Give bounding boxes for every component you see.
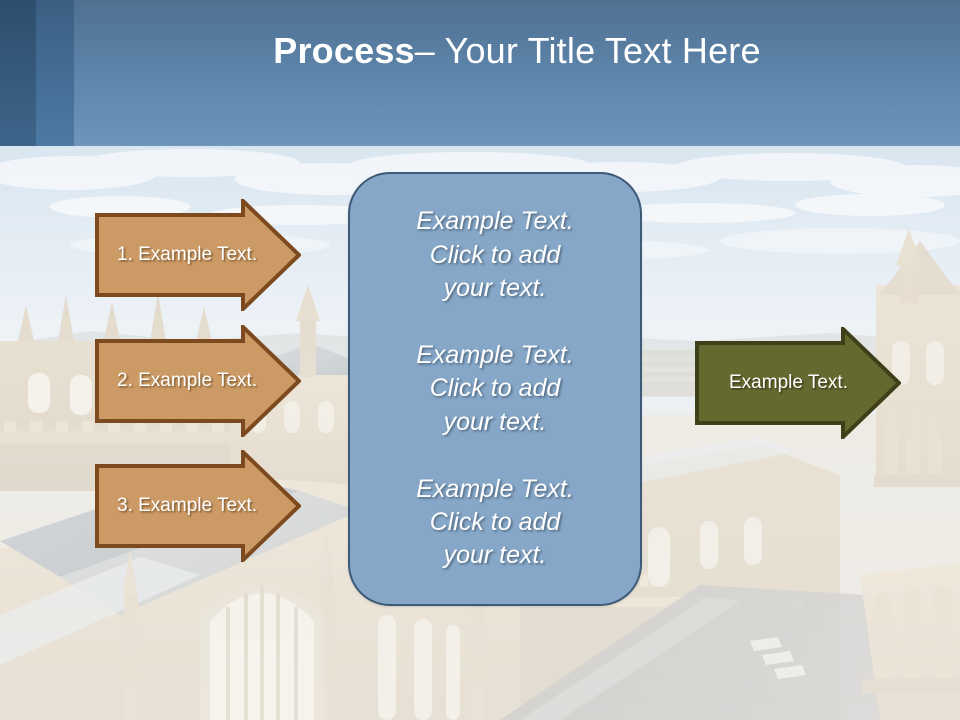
step-arrow-3-label: 3. Example Text. [117, 495, 258, 516]
panel-block-2-line-1: Example Text. [416, 341, 574, 370]
panel-block-3-line-2: Click to add [429, 508, 561, 537]
panel-block-2-line-2: Click to add [429, 374, 561, 403]
panel-block-2-line-3: your text. [443, 407, 547, 436]
arrow-right-shape-icon [95, 199, 301, 311]
arrow-right-shape-icon [95, 450, 301, 562]
step-arrow-3[interactable]: 3. Example Text. [95, 450, 301, 562]
panel-text-block-3: Example Text. Click to add your text. [364, 473, 626, 573]
step-arrow-2[interactable]: 2. Example Text. [95, 325, 301, 437]
arrow-right-shape-icon [695, 327, 901, 439]
header-accent-band-dark [0, 0, 36, 146]
page-title-rest: – Your Title Text Here [414, 30, 761, 71]
page-title: Process – Your Title Text Here [74, 0, 960, 146]
step-arrow-1-label: 1. Example Text. [117, 244, 258, 265]
center-text-panel[interactable]: Example Text. Click to add your text. Ex… [348, 172, 642, 606]
arrow-right-shape-icon [95, 325, 301, 437]
panel-text-block-1: Example Text. Click to add your text. [364, 205, 626, 305]
result-arrow[interactable]: Example Text. [695, 327, 901, 439]
panel-block-1-line-3: your text. [443, 273, 547, 302]
panel-block-3-line-1: Example Text. [416, 474, 574, 503]
panel-text-block-2: Example Text. Click to add your text. [364, 339, 626, 439]
slide-header: Process – Your Title Text Here [0, 0, 960, 146]
result-arrow-label: Example Text. [729, 372, 848, 393]
step-arrow-2-label: 2. Example Text. [117, 370, 258, 391]
step-arrow-1[interactable]: 1. Example Text. [95, 199, 301, 311]
page-title-strong: Process [273, 30, 415, 71]
header-accent-band-mid [36, 0, 74, 146]
panel-block-1-line-2: Click to add [429, 240, 561, 269]
panel-block-1-line-1: Example Text. [416, 207, 574, 236]
header-background [74, 0, 960, 146]
panel-block-3-line-3: your text. [443, 541, 547, 570]
